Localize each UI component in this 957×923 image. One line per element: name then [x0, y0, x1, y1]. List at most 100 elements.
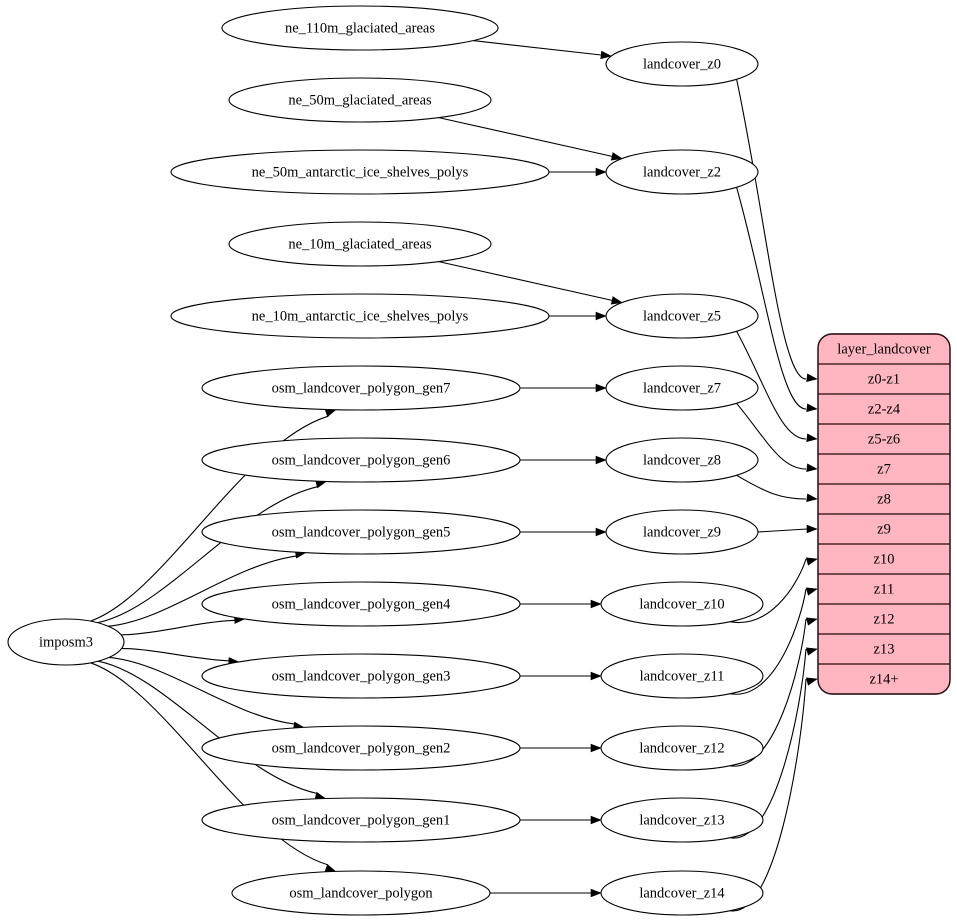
node-ne_110m_glaciated_areas[interactable]: ne_110m_glaciated_areas — [221, 5, 499, 51]
node-shape-osm_landcover_polygon_gen3 — [201, 653, 521, 699]
edge-ne_50m_glaciated_areas-to-landcover_z2 — [438, 117, 623, 161]
node-osm_landcover_polygon_gen7[interactable]: osm_landcover_polygon_gen7 — [201, 365, 521, 411]
edge-ne_10m_antarctic_ice_shelves_polys-to-landcover_z5 — [549, 311, 607, 321]
node-osm_landcover_polygon_gen5[interactable]: osm_landcover_polygon_gen5 — [201, 509, 521, 555]
edge-line — [438, 117, 613, 157]
node-landcover_z2[interactable]: landcover_z2 — [605, 149, 759, 195]
edge-landcover_z8-to-row-z8 — [736, 474, 818, 502]
edge-arrowhead — [805, 587, 818, 596]
table-row-label-row-z9: z9 — [877, 521, 891, 537]
edge-arrowhead — [806, 463, 818, 472]
node-label-landcover_z5: landcover_z5 — [643, 308, 721, 324]
table-row-label-row-z13: z13 — [874, 641, 895, 657]
edge-line — [736, 474, 807, 500]
edge-line — [121, 647, 229, 662]
edge-arrowhead — [805, 677, 818, 686]
node-label-landcover_z14: landcover_z14 — [639, 885, 725, 901]
node-landcover_z8[interactable]: landcover_z8 — [605, 437, 759, 483]
node-label-landcover_z0: landcover_z0 — [643, 56, 721, 72]
node-osm_landcover_polygon_gen4[interactable]: osm_landcover_polygon_gen4 — [201, 581, 521, 627]
node-landcover_z10[interactable]: landcover_z10 — [600, 581, 764, 627]
table-row-label-row-z0-z1: z0-z1 — [868, 371, 900, 387]
edge-landcover_z0-to-row-z0-z1 — [736, 79, 818, 382]
edge-line — [108, 656, 295, 725]
edge-line — [736, 187, 807, 410]
node-label-osm_landcover_polygon_gen5: osm_landcover_polygon_gen5 — [272, 524, 451, 540]
node-label-osm_landcover_polygon_gen4: osm_landcover_polygon_gen4 — [272, 596, 452, 612]
node-shape-ne_10m_glaciated_areas — [228, 221, 492, 267]
node-label-ne_50m_antarctic_ice_shelves_polys: ne_50m_antarctic_ice_shelves_polys — [252, 164, 469, 180]
node-shape-imposm3 — [7, 618, 125, 666]
table-row-label-row-z14: z14+ — [869, 671, 898, 687]
node-label-osm_landcover_polygon_gen3: osm_landcover_polygon_gen3 — [272, 668, 451, 684]
node-ne_10m_antarctic_ice_shelves_polys[interactable]: ne_10m_antarctic_ice_shelves_polys — [170, 293, 550, 339]
node-label-ne_110m_glaciated_areas: ne_110m_glaciated_areas — [285, 20, 435, 36]
edge-arrowhead — [805, 557, 818, 566]
node-shape-landcover_z13 — [600, 797, 764, 843]
edge-arrowhead — [590, 671, 602, 681]
edge-arrowhead — [595, 383, 607, 393]
node-label-landcover_z9: landcover_z9 — [643, 524, 721, 540]
node-landcover_z14[interactable]: landcover_z14 — [600, 870, 764, 916]
edge-landcover_z13-to-row-z13 — [729, 647, 818, 839]
edge-line — [90, 415, 329, 622]
edge-arrowhead — [805, 617, 818, 626]
edge-osm_landcover_polygon_gen1-to-landcover_z13 — [520, 815, 602, 825]
node-label-landcover_z2: landcover_z2 — [643, 164, 721, 180]
edge-landcover_z12-to-row-z12 — [729, 617, 818, 767]
node-landcover_z11[interactable]: landcover_z11 — [600, 653, 764, 699]
edge-line — [97, 660, 318, 794]
edge-imposm3-to-osm_landcover_polygon_gen4 — [121, 615, 246, 636]
edge-landcover_z2-to-row-z2-z4 — [736, 187, 818, 412]
node-osm_landcover_polygon[interactable]: osm_landcover_polygon — [231, 870, 491, 916]
edge-arrowhead — [324, 864, 337, 873]
node-shape-ne_50m_antarctic_ice_shelves_polys — [170, 149, 550, 195]
node-shape-landcover_z8 — [605, 437, 759, 483]
node-ne_50m_antarctic_ice_shelves_polys[interactable]: ne_50m_antarctic_ice_shelves_polys — [170, 149, 550, 195]
node-ne_10m_glaciated_areas[interactable]: ne_10m_glaciated_areas — [228, 221, 492, 267]
node-shape-landcover_z5 — [605, 293, 759, 339]
edge-arrowhead — [610, 152, 623, 161]
node-label-landcover_z10: landcover_z10 — [639, 596, 724, 612]
node-imposm3[interactable]: imposm3 — [7, 618, 125, 666]
edge-arrowhead — [595, 455, 607, 465]
edge-line — [438, 261, 613, 301]
node-landcover_z7[interactable]: landcover_z7 — [605, 365, 759, 411]
table-row-label-row-z11: z11 — [874, 581, 894, 597]
layer-landcover-table[interactable]: layer_landcoverz0-z1z2-z4z5-z6z7z8z9z10z… — [817, 333, 951, 695]
edge-arrowhead — [595, 311, 607, 321]
table-row-label-row-z8: z8 — [877, 491, 891, 507]
edge-ne_110m_glaciated_areas-to-landcover_z0 — [472, 40, 612, 60]
node-osm_landcover_polygon_gen1[interactable]: osm_landcover_polygon_gen1 — [201, 797, 521, 843]
node-label-imposm3: imposm3 — [39, 634, 93, 650]
edge-ne_50m_antarctic_ice_shelves_polys-to-landcover_z2 — [549, 167, 607, 177]
edge-osm_landcover_polygon_gen2-to-landcover_z12 — [520, 743, 602, 753]
edge-landcover_z5-to-row-z5-z6 — [736, 331, 818, 442]
edge-line — [729, 558, 807, 623]
node-landcover_z0[interactable]: landcover_z0 — [605, 41, 759, 87]
node-shape-landcover_z7 — [605, 365, 759, 411]
edge-line — [736, 79, 807, 380]
edge-arrowhead — [590, 743, 602, 753]
edge-ne_10m_glaciated_areas-to-landcover_z5 — [438, 261, 623, 305]
node-label-osm_landcover_polygon_gen2: osm_landcover_polygon_gen2 — [272, 740, 451, 756]
edge-arrowhead — [805, 647, 818, 656]
edge-line — [97, 486, 318, 624]
node-ne_50m_glaciated_areas[interactable]: ne_50m_glaciated_areas — [228, 77, 492, 123]
node-label-osm_landcover_polygon_gen1: osm_landcover_polygon_gen1 — [272, 812, 451, 828]
node-osm_landcover_polygon_gen3[interactable]: osm_landcover_polygon_gen3 — [201, 653, 521, 699]
edge-line — [121, 619, 235, 636]
node-label-landcover_z12: landcover_z12 — [639, 740, 724, 756]
edge-arrowhead — [610, 296, 623, 305]
node-landcover_z5[interactable]: landcover_z5 — [605, 293, 759, 339]
node-landcover_z13[interactable]: landcover_z13 — [600, 797, 764, 843]
node-landcover_z9[interactable]: landcover_z9 — [605, 509, 759, 555]
node-osm_landcover_polygon_gen6[interactable]: osm_landcover_polygon_gen6 — [201, 437, 521, 483]
node-landcover_z12[interactable]: landcover_z12 — [600, 725, 764, 771]
edges-layer — [90, 40, 818, 912]
node-shape-ne_110m_glaciated_areas — [221, 5, 499, 51]
node-osm_landcover_polygon_gen2[interactable]: osm_landcover_polygon_gen2 — [201, 725, 521, 771]
table-outline — [817, 333, 951, 695]
edge-imposm3-to-osm_landcover_polygon_gen6 — [97, 480, 328, 624]
